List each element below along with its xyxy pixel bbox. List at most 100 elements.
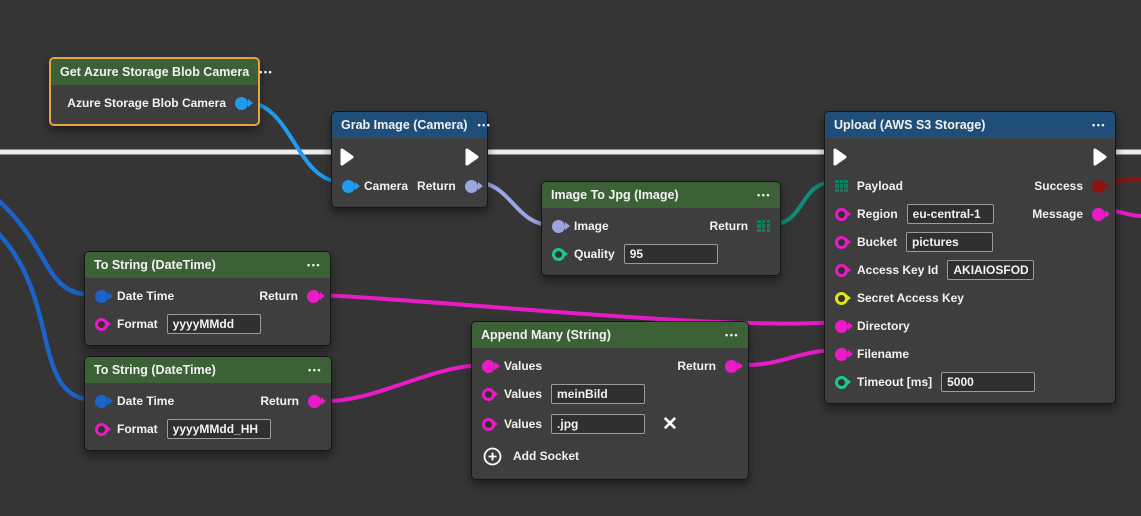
datetime-input-pin[interactable] xyxy=(95,394,113,408)
camera-label: Camera xyxy=(364,179,409,193)
return-label: Return xyxy=(260,394,299,408)
values-label-2: Values xyxy=(504,387,543,401)
node-title: To String (DateTime) xyxy=(94,363,216,377)
node-header[interactable]: Grab Image (Camera) ••• xyxy=(332,112,490,138)
wire-left-to-datetime2[interactable] xyxy=(0,231,96,403)
values-label-3: Values xyxy=(504,417,543,431)
timeout-label: Timeout [ms] xyxy=(857,375,933,389)
node-header[interactable]: To String (DateTime) ••• xyxy=(85,357,331,383)
datetime-label: Date Time xyxy=(117,289,175,303)
node-menu-icon[interactable]: ••• xyxy=(725,330,739,340)
return-output-pin[interactable] xyxy=(307,289,325,303)
node-header[interactable]: Image To Jpg (Image) ••• xyxy=(542,182,780,208)
node-title: Image To Jpg (Image) xyxy=(551,188,679,202)
image-input-pin[interactable] xyxy=(552,219,570,233)
return-output-pin[interactable] xyxy=(725,359,743,373)
exec-in-pin[interactable] xyxy=(340,148,354,166)
exec-in-pin[interactable] xyxy=(833,148,847,166)
wire-appendreturn-to-filename[interactable] xyxy=(735,348,837,368)
exec-out-pin[interactable] xyxy=(1093,148,1107,166)
node-title: Get Azure Storage Blob Camera xyxy=(60,65,250,79)
node-append-many-string[interactable]: Append Many (String) ••• Values Return V… xyxy=(471,321,749,480)
format-label: Format xyxy=(117,317,158,331)
node-menu-icon[interactable]: ••• xyxy=(757,190,771,200)
node-get-azure-storage-blob-camera[interactable]: Get Azure Storage Blob Camera ••• Azure … xyxy=(49,57,272,126)
wire-return1-to-directory[interactable] xyxy=(317,293,837,326)
region-input-pin[interactable] xyxy=(835,207,851,221)
filename-input-pin[interactable] xyxy=(835,347,853,361)
success-label: Success xyxy=(1034,179,1083,193)
format-input-pin[interactable] xyxy=(95,317,111,331)
node-header[interactable]: Upload (AWS S3 Storage) ••• xyxy=(825,112,1115,138)
format-field[interactable] xyxy=(166,419,271,439)
payload-label: Payload xyxy=(856,179,903,193)
node-to-string-datetime-1[interactable]: To String (DateTime) ••• Date Time Retur… xyxy=(84,251,331,346)
wire-left-to-datetime1[interactable] xyxy=(0,198,96,298)
quality-label: Quality xyxy=(574,247,615,261)
return-bytes-output-pin[interactable] xyxy=(757,219,770,233)
bucket-input-pin[interactable] xyxy=(835,235,851,249)
message-output-pin[interactable] xyxy=(1092,207,1110,221)
node-menu-icon[interactable]: ••• xyxy=(259,67,274,77)
values-field-2[interactable] xyxy=(551,384,646,404)
return-label: Return xyxy=(709,219,749,233)
camera-input-pin[interactable] xyxy=(342,179,360,193)
return-label: Return xyxy=(677,359,716,373)
camera-output-pin[interactable] xyxy=(235,96,253,110)
format-label: Format xyxy=(117,422,158,436)
secret-key-input-pin[interactable] xyxy=(835,291,851,305)
node-title: Grab Image (Camera) xyxy=(341,118,468,132)
datetime-input-pin[interactable] xyxy=(95,289,113,303)
wire-return2-to-values[interactable] xyxy=(317,363,483,404)
node-menu-icon[interactable]: ••• xyxy=(1092,120,1106,130)
message-label: Message xyxy=(1032,207,1083,221)
output-label: Azure Storage Blob Camera xyxy=(67,96,226,110)
remove-socket-icon[interactable]: ✕ xyxy=(662,413,678,435)
access-key-input-pin[interactable] xyxy=(835,263,851,277)
datetime-label: Date Time xyxy=(117,394,175,408)
access-key-label: Access Key Id xyxy=(857,263,939,277)
node-menu-icon[interactable]: ••• xyxy=(477,120,492,130)
add-socket-label: Add Socket xyxy=(513,449,580,463)
bucket-label: Bucket xyxy=(857,235,898,249)
node-header[interactable]: To String (DateTime) ••• xyxy=(85,252,330,278)
values-field-3[interactable] xyxy=(551,414,646,434)
timeout-field[interactable] xyxy=(941,372,1036,392)
values-input-pin-3[interactable] xyxy=(482,417,498,431)
node-menu-icon[interactable]: ••• xyxy=(307,260,321,270)
timeout-input-pin[interactable] xyxy=(835,375,851,389)
node-title: Upload (AWS S3 Storage) xyxy=(834,118,986,132)
format-field[interactable] xyxy=(166,314,261,334)
quality-input-pin[interactable] xyxy=(552,247,568,261)
node-upload-aws-s3[interactable]: Upload (AWS S3 Storage) ••• Payload Succ… xyxy=(824,111,1116,404)
add-socket-plus-icon xyxy=(483,447,502,466)
node-title: Append Many (String) xyxy=(481,328,611,342)
success-output-pin[interactable] xyxy=(1092,179,1110,193)
region-field[interactable] xyxy=(906,204,994,224)
node-header[interactable]: Append Many (String) ••• xyxy=(472,322,748,348)
exec-out-pin[interactable] xyxy=(465,148,479,166)
access-key-field[interactable] xyxy=(947,260,1035,280)
return-label: Return xyxy=(259,289,298,303)
image-label: Image xyxy=(574,219,609,233)
values-input-pin-2[interactable] xyxy=(482,387,498,401)
return-output-pin[interactable] xyxy=(308,394,326,408)
payload-input-pin[interactable] xyxy=(835,179,848,193)
node-menu-icon[interactable]: ••• xyxy=(308,365,322,375)
node-to-string-datetime-2[interactable]: To String (DateTime) ••• Date Time Retur… xyxy=(84,356,332,451)
bucket-field[interactable] xyxy=(906,232,994,252)
directory-input-pin[interactable] xyxy=(835,319,853,333)
values-input-pin-1[interactable] xyxy=(482,359,500,373)
node-header[interactable]: Get Azure Storage Blob Camera ••• xyxy=(51,59,272,85)
node-image-to-jpg[interactable]: Image To Jpg (Image) ••• Image Return Qu… xyxy=(541,181,781,276)
return-output-pin[interactable] xyxy=(464,179,483,193)
directory-label: Directory xyxy=(857,319,910,333)
node-title: To String (DateTime) xyxy=(94,258,216,272)
region-label: Region xyxy=(857,207,898,221)
quality-field[interactable] xyxy=(623,244,718,264)
return-label: Return xyxy=(417,179,456,193)
format-input-pin[interactable] xyxy=(95,422,111,436)
node-grab-image[interactable]: Grab Image (Camera) ••• Camera Return xyxy=(331,111,490,208)
add-socket-button[interactable]: Add Socket xyxy=(472,440,748,472)
